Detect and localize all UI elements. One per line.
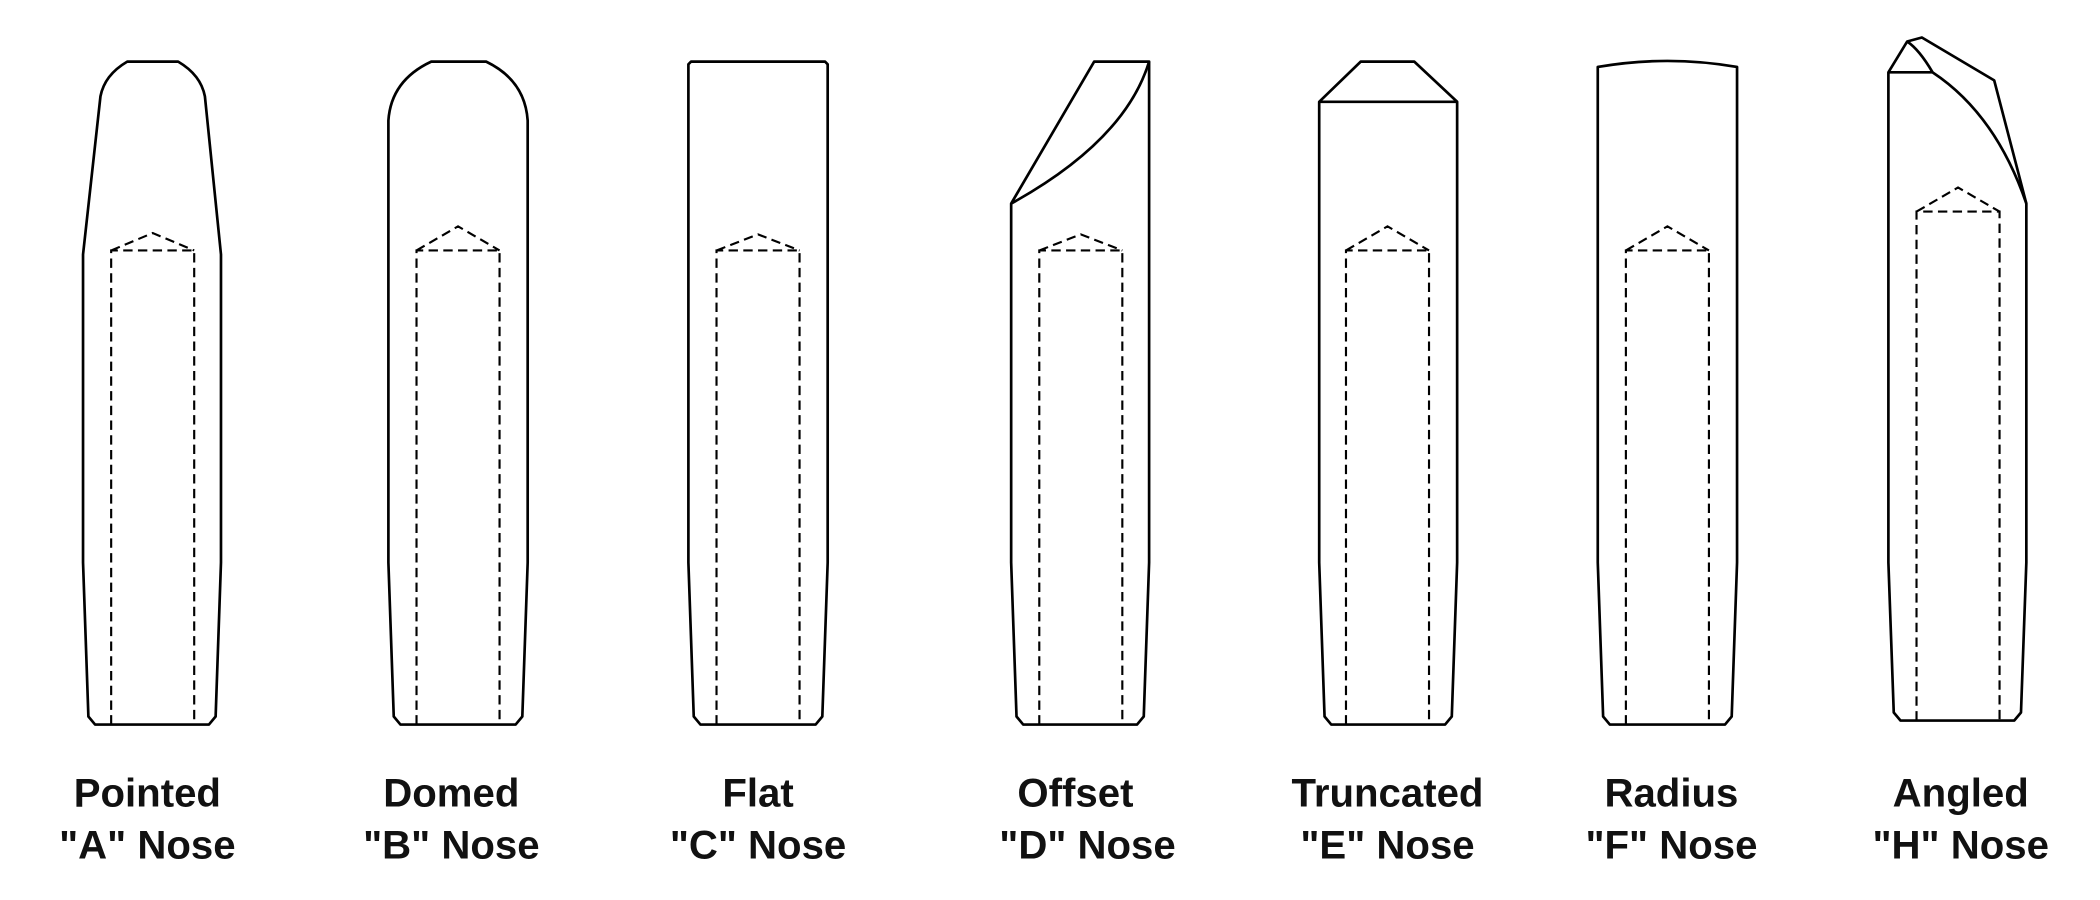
nose-name: Domed — [383, 770, 519, 815]
pointed-nose-figure: Pointed "A" Nose — [59, 60, 236, 867]
nose-code: "A" Nose — [59, 822, 235, 867]
nose-name: Pointed — [74, 770, 221, 815]
nose-code: "D" Nose — [999, 822, 1175, 867]
nose-name: Flat — [722, 770, 793, 815]
domed-nose-figure: Domed "B" Nose — [363, 60, 540, 867]
nose-name: Truncated — [1292, 770, 1484, 815]
nose-code: "E" Nose — [1300, 822, 1474, 867]
angled-nose-figure: Angled "H" Nose — [1872, 36, 2049, 867]
nose-name: Radius — [1604, 770, 1738, 815]
truncated-nose-figure: Truncated "E" Nose — [1292, 60, 1484, 867]
nose-code: "B" Nose — [363, 822, 539, 867]
flat-nose-figure: Flat "C" Nose — [670, 60, 846, 867]
offset-nose-figure: Offset "D" Nose — [999, 60, 1176, 867]
radius-nose-figure: Radius "F" Nose — [1585, 59, 1757, 867]
nose-name: Angled — [1893, 770, 2029, 815]
nose-name: Offset — [1017, 770, 1133, 815]
nose-code: "F" Nose — [1585, 822, 1757, 867]
nose-code: "C" Nose — [670, 822, 846, 867]
nose-code: "H" Nose — [1872, 822, 2048, 867]
